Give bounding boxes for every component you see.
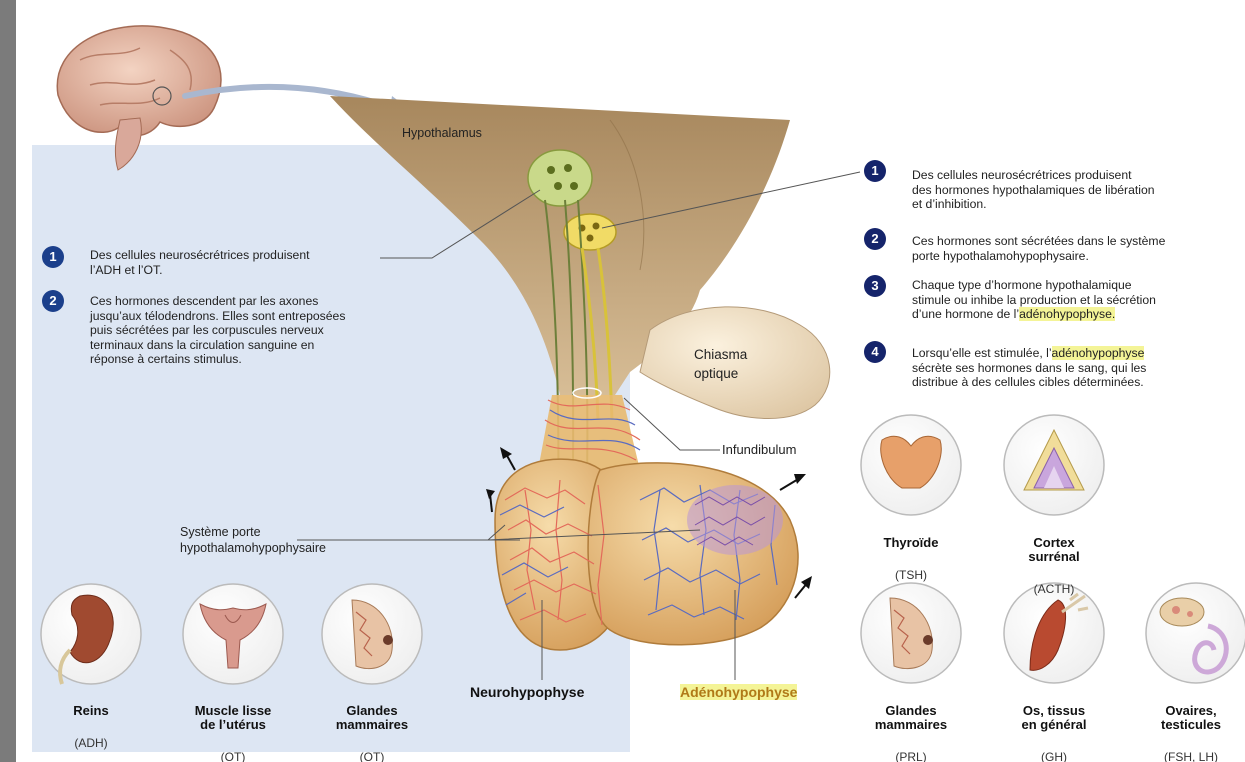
organ-circle-uterus: [183, 584, 283, 684]
organ-label-ovary: Ovaires, testicules (FSH, LH): [1141, 686, 1241, 762]
organ-label-mammary-right: Glandes mammaires (PRL): [856, 686, 966, 762]
organ-circle-adrenal: [1004, 415, 1104, 515]
left-step-2-text: Ces hormones descendent par les axones j…: [90, 294, 345, 367]
organ-label-adrenal: Cortex surrénal (ACTH): [999, 518, 1109, 614]
label-chiasma-optique: Chiasma optique: [694, 345, 747, 383]
adenohypophysis-lobe: [588, 463, 798, 645]
left-step-2-badge: 2: [42, 290, 64, 312]
label-neurohypophyse: Neurohypophyse: [470, 684, 584, 700]
organ-circle-thyroid: [861, 415, 961, 515]
neurosecretory-cells-yellow: [564, 214, 616, 250]
label-portal-system: Système porte hypothalamohypophysaire: [180, 524, 326, 556]
right-step-3-highlight: adénohypophyse.: [1019, 307, 1115, 321]
right-step-2-text: Ces hormones sont sécrétées dans le syst…: [912, 234, 1165, 263]
organ-circle-ovary: [1146, 583, 1245, 683]
right-step-4-text-start: Lorsqu’elle est stimulée, l’: [912, 346, 1052, 360]
organ-hormone-mammary-left: (OT): [317, 750, 427, 762]
right-step-4-badge: 4: [864, 341, 886, 363]
organ-name-reins: Reins: [41, 704, 141, 718]
left-step-1-text: Des cellules neurosécrétrices produisent…: [90, 248, 309, 277]
organ-label-uterus: Muscle lisse de l’utérus (OT): [173, 686, 293, 762]
right-step-1-badge: 1: [864, 160, 886, 182]
organ-circle-mammary-left: [322, 584, 422, 684]
organ-hormone-reins: (ADH): [41, 736, 141, 750]
label-infundibulum: Infundibulum: [722, 442, 796, 457]
right-step-4-highlight: adénohypophyse: [1052, 346, 1145, 360]
organ-label-reins: Reins (ADH): [41, 686, 141, 762]
organ-label-bone: Os, tissus en général (GH): [999, 686, 1109, 762]
right-step-3-text: Chaque type d’hormone hypothalamique sti…: [912, 278, 1156, 322]
left-step-1-badge: 1: [42, 246, 64, 268]
right-step-4-text: Lorsqu’elle est stimulée, l’adénohypophy…: [912, 346, 1146, 390]
organ-name-uterus: Muscle lisse de l’utérus: [173, 704, 293, 732]
organ-name-mammary-right: Glandes mammaires: [856, 704, 966, 732]
organ-name-bone: Os, tissus en général: [999, 704, 1109, 732]
organ-name-thyroid: Thyroïde: [856, 536, 966, 550]
right-step-4-text-end: sécrète ses hormones dans le sang, qui l…: [912, 361, 1146, 390]
organ-hormone-uterus: (OT): [173, 750, 293, 762]
organ-hormone-ovary: (FSH, LH): [1141, 750, 1241, 762]
organ-hormone-mammary-right: (PRL): [856, 750, 966, 762]
organ-label-mammary-left: Glandes mammaires (OT): [317, 686, 427, 762]
neurosecretory-cells-green: [528, 150, 592, 206]
organ-hormone-thyroid: (TSH): [856, 568, 966, 582]
organ-hormone-bone: (GH): [999, 750, 1109, 762]
organ-name-ovary: Ovaires, testicules: [1141, 704, 1241, 732]
right-step-3-badge: 3: [864, 275, 886, 297]
organ-hormone-adrenal: (ACTH): [999, 582, 1109, 596]
brain-icon: [57, 26, 221, 170]
organ-circle-kidney: [41, 584, 141, 684]
organ-name-adrenal: Cortex surrénal: [999, 536, 1109, 564]
right-step-1-text: Des cellules neurosécrétrices produisent…: [912, 168, 1155, 212]
organ-name-mammary-left: Glandes mammaires: [317, 704, 427, 732]
right-step-2-badge: 2: [864, 228, 886, 250]
organ-label-thyroid: Thyroïde (TSH): [856, 518, 966, 600]
label-hypothalamus: Hypothalamus: [402, 126, 482, 140]
label-adenohypophyse: Adénohypophyse: [680, 684, 797, 700]
